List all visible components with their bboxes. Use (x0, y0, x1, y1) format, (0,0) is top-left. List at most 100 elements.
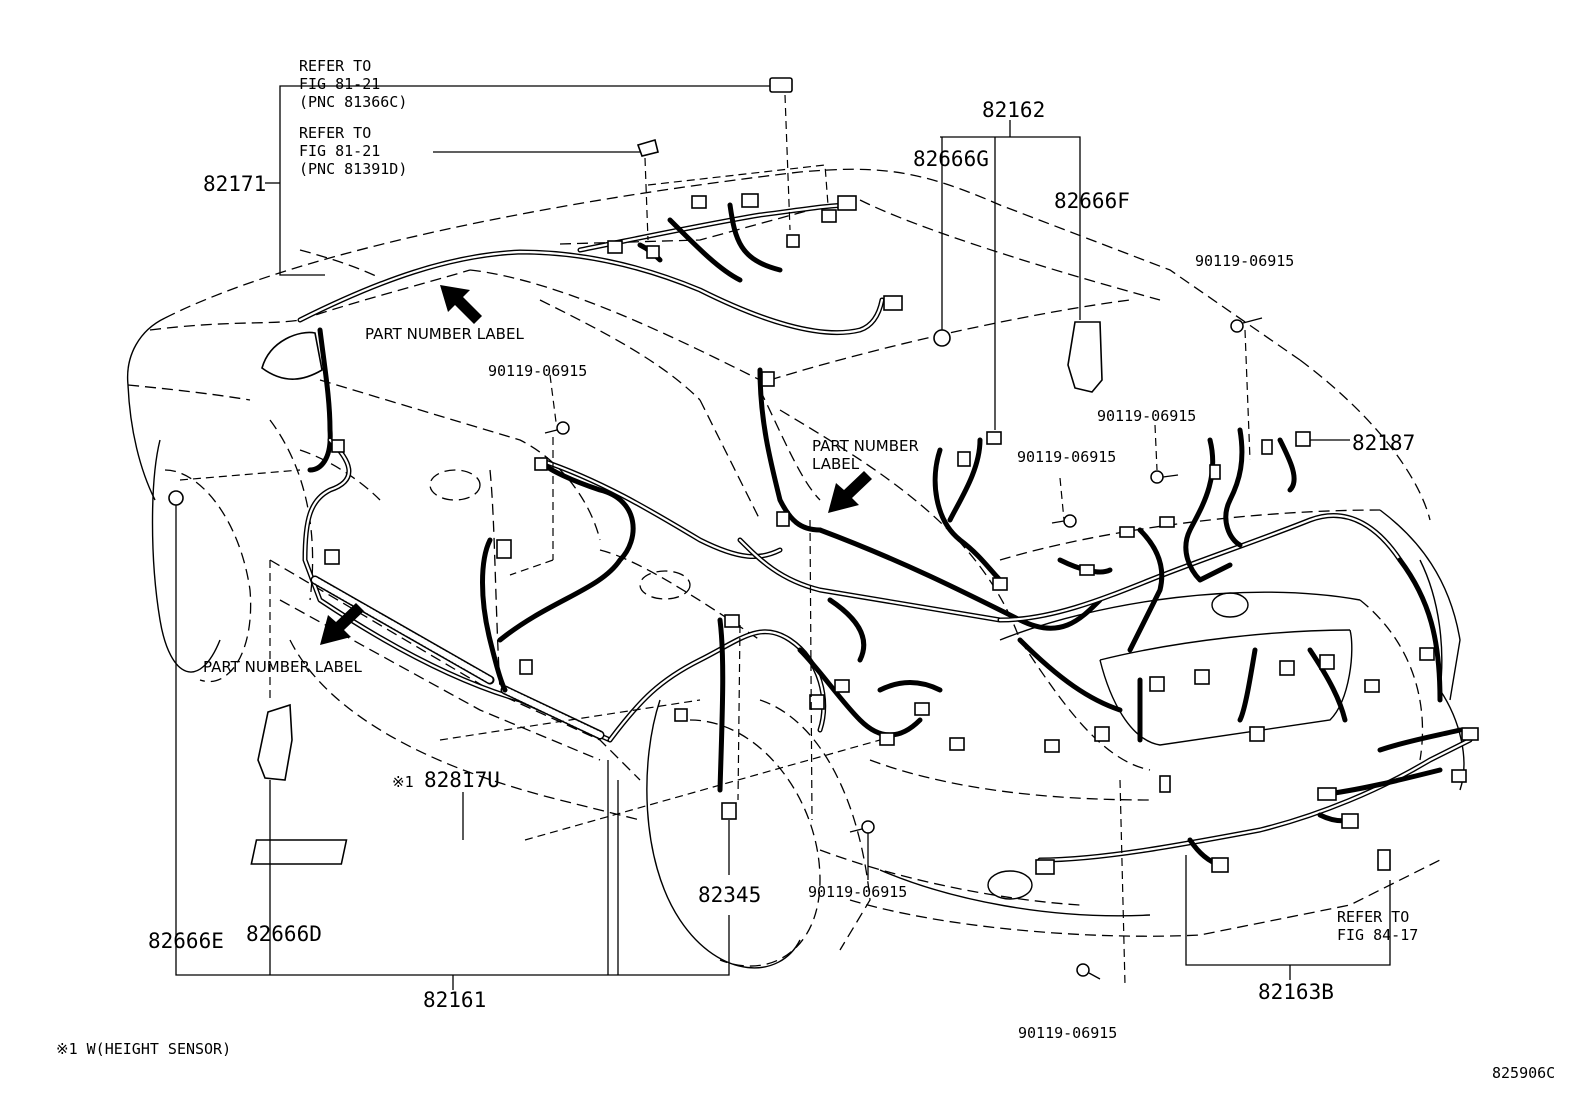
arrow-icon (828, 471, 872, 513)
footnote: ※1 W(HEIGHT SENSOR) (56, 1040, 231, 1058)
connector (534, 457, 548, 471)
connector-82187 (1295, 431, 1311, 447)
arrow-icon (320, 603, 364, 645)
connector (741, 193, 759, 208)
ref2-line2: FIG 81-21 (299, 142, 380, 160)
arrow-icon (440, 285, 482, 324)
floor-harness-82161 (302, 437, 827, 793)
leader-lines (175, 85, 1391, 990)
connector (883, 295, 903, 311)
connector-81391d (636, 138, 659, 157)
connector (1319, 654, 1335, 670)
connector (949, 737, 965, 751)
connector (324, 549, 340, 565)
ref2-line3: (PNC 81391D) (299, 160, 407, 178)
roof-harness-82171 (297, 202, 885, 473)
part-number-label-roof: PART NUMBER LABEL (365, 325, 524, 343)
pn-82345: 82345 (698, 883, 761, 907)
connector (1211, 857, 1229, 873)
bolt-number: 90119-06915 (1018, 1024, 1117, 1042)
bolt-icon (544, 421, 570, 435)
connector (776, 511, 790, 527)
connector (674, 708, 688, 722)
ref3-line2: FIG 84-17 (1337, 926, 1418, 944)
pn-82666e: 82666E (148, 929, 224, 953)
grommet-82666g (933, 329, 951, 347)
connector (607, 240, 623, 254)
connector (992, 577, 1008, 591)
connector (786, 234, 800, 248)
connector (1279, 660, 1295, 676)
bolt-number: 90119-06915 (488, 362, 587, 380)
connector-81366c (769, 77, 793, 93)
part-number-label-texts: PART NUMBER LABEL PART NUMBER LABEL PART… (203, 325, 919, 676)
connector (761, 371, 775, 387)
ref2-line1: REFER TO (299, 124, 371, 142)
bracket-82666f (1067, 321, 1103, 393)
connector (834, 679, 850, 693)
pn-82666f: 82666F (1054, 189, 1130, 213)
connector (1119, 526, 1135, 538)
connector (1159, 775, 1171, 793)
connector (1364, 679, 1380, 693)
height-sensor-label-82817u (250, 839, 348, 865)
bolts (544, 317, 1263, 980)
mirror (261, 331, 323, 380)
figure-code: 825906C (1492, 1064, 1555, 1082)
connector (1159, 516, 1175, 528)
ref3-line1: REFER TO (1337, 908, 1409, 926)
trunk-harness (997, 427, 1443, 743)
bolt-icon (1150, 470, 1179, 484)
connector (821, 209, 837, 223)
bolt-number: 90119-06915 (808, 883, 907, 901)
connector (1341, 813, 1359, 829)
connector (331, 439, 345, 453)
pn-82161: 82161 (423, 988, 486, 1012)
connector (957, 451, 971, 467)
connector (1317, 787, 1337, 801)
connector-82345 (721, 802, 737, 820)
connector (691, 195, 707, 209)
reference-callouts: REFER TO FIG 81-21 (PNC 81366C) REFER TO… (299, 57, 1418, 944)
connector (914, 702, 930, 716)
connector (986, 431, 1002, 445)
connector (1261, 439, 1273, 455)
part-number-label-center-line2: LABEL (812, 455, 860, 473)
bolt-number: 90119-06915 (1017, 448, 1116, 466)
ref1-line1: REFER TO (299, 57, 371, 75)
clip-fig-84-17 (1377, 849, 1391, 871)
connector (1094, 726, 1110, 742)
connectors (168, 77, 1479, 875)
pn-82817u: 82817U (424, 768, 500, 792)
part-number-label-center-line1: PART NUMBER (812, 437, 919, 455)
connector (1194, 669, 1210, 685)
center-harness-82162 (537, 367, 1103, 738)
connector (519, 659, 533, 675)
connector (1149, 676, 1165, 692)
clip-82666e (168, 490, 184, 506)
ref1-line3: (PNC 81366C) (299, 93, 407, 111)
bracket-82666d (257, 703, 293, 781)
bolt-number: 90119-06915 (1097, 407, 1196, 425)
connector (1249, 726, 1265, 742)
pn-82666d: 82666D (246, 922, 322, 946)
connector (1419, 647, 1435, 661)
bolt-number: 90119-06915 (1195, 252, 1294, 270)
connector (1461, 727, 1479, 741)
pn-82666g: 82666G (913, 147, 989, 171)
part-number-label-arrows (320, 285, 872, 645)
pn-82171: 82171 (203, 172, 266, 196)
connector (1044, 739, 1060, 753)
pn-82817u-mark: ※1 (392, 773, 414, 791)
bolt-icon (1051, 514, 1077, 528)
connector (724, 614, 740, 628)
connector (496, 539, 512, 559)
connector (1079, 564, 1095, 576)
bolt-icon (1230, 317, 1263, 333)
pn-82163b: 82163B (1258, 980, 1334, 1004)
connector (1451, 769, 1467, 783)
connector (1209, 464, 1221, 480)
part-number-callouts: 82171 82162 82666G 82666F 82187 ※1 82817… (148, 98, 1415, 1012)
